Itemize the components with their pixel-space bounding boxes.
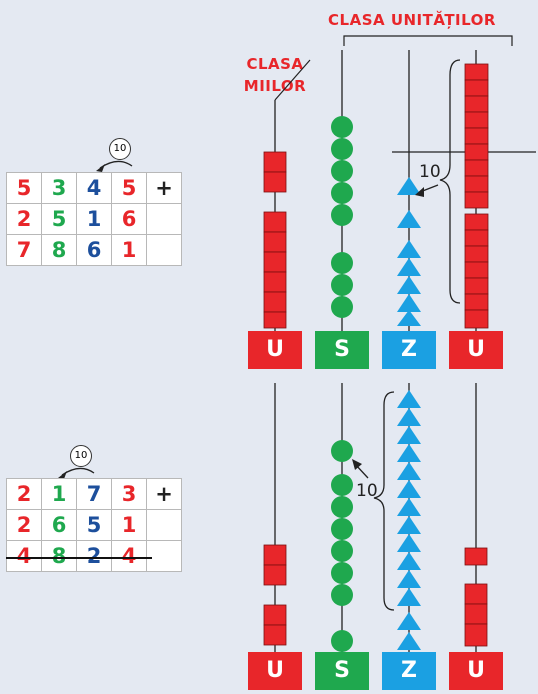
thousands-beads-bottom [263, 544, 287, 646]
carry-circle-1: 10 [109, 138, 131, 160]
carry-arrow-1 [96, 160, 133, 172]
tens-beads-bottom [397, 390, 421, 650]
class-thousands-heading-line1: CLASA [246, 55, 304, 73]
digit-cell: 3 [41, 172, 77, 204]
table-row: 7 8 6 1 [6, 234, 182, 266]
digit-cell: 3 [111, 478, 147, 510]
table-row: 5 3 4 5 + [6, 172, 182, 204]
thousands-beads-top [263, 151, 287, 329]
addition-table-1: 5 3 4 5 + 2 5 1 6 7 8 6 1 [6, 172, 182, 266]
digit-cell: 7 [76, 478, 112, 510]
class-units-heading: CLASA UNITĂȚILOR [328, 11, 496, 29]
empty-cell [146, 540, 182, 572]
addition-table-2: 2 1 7 3 + 2 6 5 1 4 8 2 4 [6, 478, 182, 572]
abacus-top [263, 50, 536, 335]
carry-arrow-2 [58, 467, 95, 479]
tens-beads-top [397, 177, 421, 326]
exchange-note-top: 10 [419, 162, 441, 182]
abacus-bottom [263, 383, 488, 660]
digit-cell: 5 [6, 172, 42, 204]
label-units-thousands-bottom: U [248, 652, 302, 690]
digit-cell: 1 [111, 234, 147, 266]
label-units-thousands-top: U [248, 331, 302, 369]
table-row: 2 6 5 1 [6, 509, 182, 541]
digit-cell: 2 [6, 203, 42, 235]
label-hundreds-top: S [315, 331, 369, 369]
hundreds-beads-top [331, 116, 353, 318]
digit-cell: 1 [111, 509, 147, 541]
digit-cell: 2 [76, 540, 112, 572]
label-tens-top: Z [382, 331, 436, 369]
label-hundreds-bottom: S [315, 652, 369, 690]
digit-cell: 6 [41, 509, 77, 541]
plus-sign: + [146, 172, 182, 204]
table-row: 2 1 7 3 + [6, 478, 182, 510]
hundreds-beads-bottom [331, 440, 353, 652]
sum-line-2 [6, 557, 152, 559]
label-tens-bottom: Z [382, 652, 436, 690]
exchange-note-bottom: 10 [356, 481, 378, 501]
label-units-bottom: U [449, 652, 503, 690]
units-beads-bottom [464, 547, 488, 647]
digit-cell: 4 [6, 540, 42, 572]
digit-cell: 6 [111, 203, 147, 235]
class-thousands-heading-line2: MIILOR [243, 77, 307, 95]
carry-circle-2: 10 [70, 445, 92, 467]
label-units-top: U [449, 331, 503, 369]
table-row: 4 8 2 4 [6, 540, 182, 572]
digit-cell: 6 [76, 234, 112, 266]
digit-cell: 8 [41, 540, 77, 572]
digit-cell: 8 [41, 234, 77, 266]
empty-cell [146, 203, 182, 235]
empty-cell [146, 234, 182, 266]
units-beads-top [464, 63, 489, 329]
digit-cell: 2 [6, 509, 42, 541]
